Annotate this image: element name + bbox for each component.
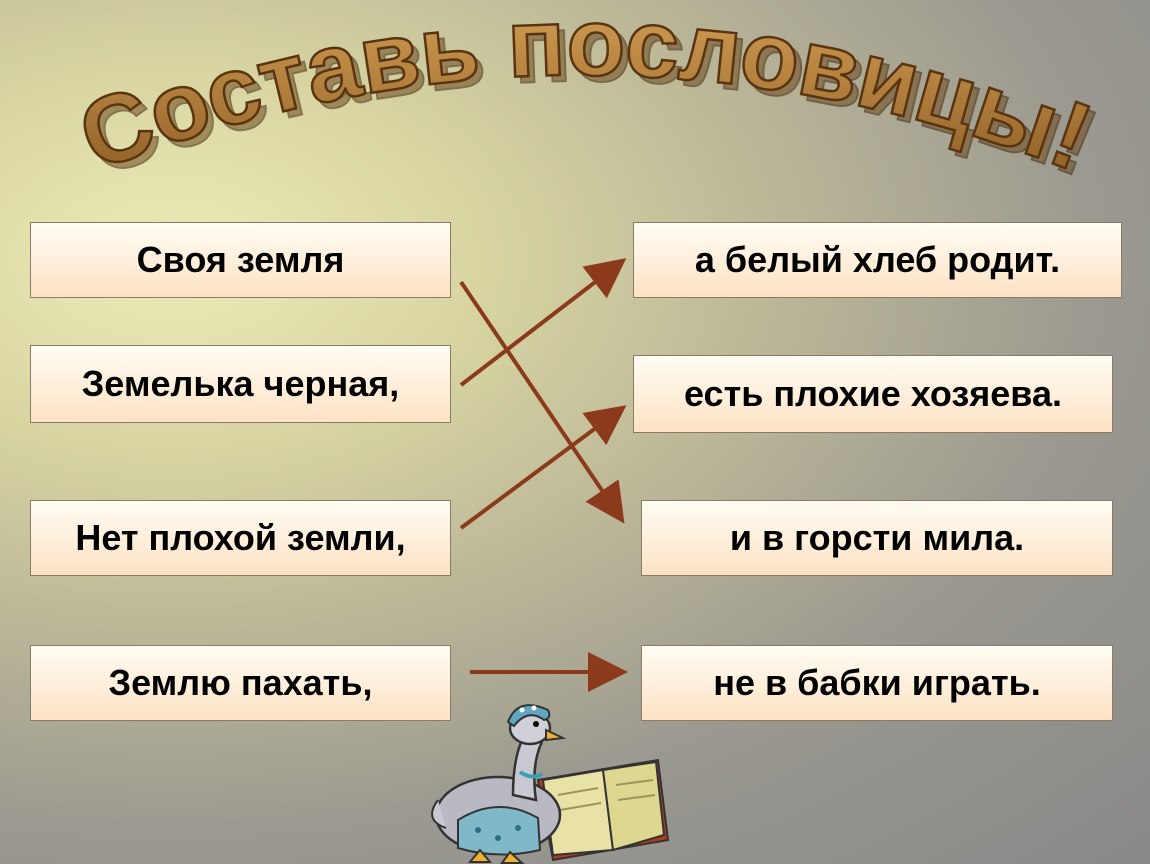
proverb-end-3[interactable]: и в горсти мила.: [641, 500, 1113, 576]
proverb-end-3-label: и в горсти мила.: [729, 517, 1025, 558]
proverb-start-2[interactable]: Земелька черная,: [30, 345, 451, 423]
proverb-start-1[interactable]: Своя земля: [30, 222, 451, 298]
proverb-end-2[interactable]: есть плохие хозяева.: [633, 355, 1113, 433]
title-text: Составь пословицы!: [64, 0, 1105, 192]
svg-text:Составь пословицы!: Составь пословицы!: [66, 20, 1100, 190]
proverb-end-4[interactable]: не в бабки играть.: [641, 645, 1113, 721]
arrow-line-2-to-1: [459, 258, 627, 387]
proverb-start-4[interactable]: Землю пахать,: [30, 645, 451, 721]
goose-reading-book-icon: [431, 704, 670, 864]
proverb-end-2-label: есть плохие хозяева.: [684, 373, 1062, 414]
proverb-start-3[interactable]: Нет плохой земли,: [30, 500, 451, 576]
arrow-line-3-to-2: [459, 405, 627, 530]
page-title: Составь пословицы! Составь пословицы!: [60, 0, 1111, 198]
proverb-start-4-label: Землю пахать,: [108, 662, 373, 703]
proverb-end-1-label: а белый хлеб родит.: [694, 239, 1061, 280]
title-wordart: Составь пословицы! Составь пословицы!: [64, 0, 1111, 198]
proverb-start-3-label: Нет плохой земли,: [75, 517, 406, 558]
proverb-start-1-label: Своя земля: [136, 239, 345, 280]
proverb-end-1[interactable]: а белый хлеб родит.: [633, 222, 1122, 298]
arrow-line-1-to-3: [459, 280, 625, 524]
proverb-end-4-label: не в бабки играть.: [713, 662, 1041, 703]
proverb-start-2-label: Земелька черная,: [81, 363, 400, 404]
